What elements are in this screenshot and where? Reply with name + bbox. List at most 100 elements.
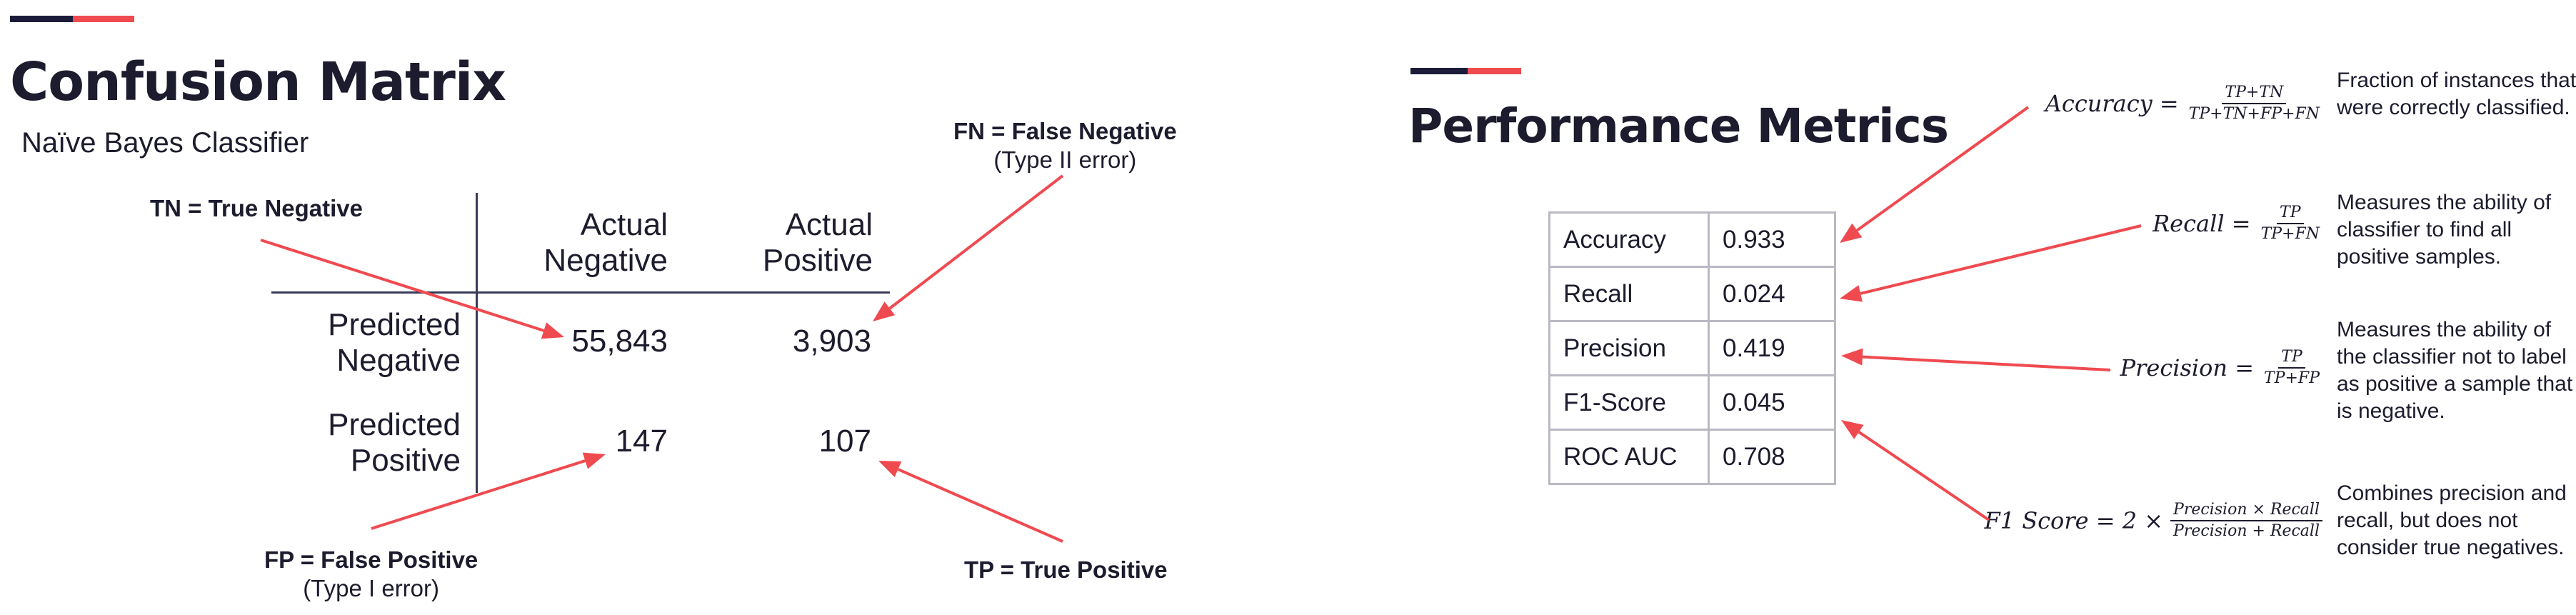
row-header-predicted-negative: Predicted Negative [271,307,461,379]
arrow-f1-head [1841,420,1864,439]
formula-denominator: TP+FN [2260,225,2320,243]
table-row: Accuracy 0.933 [1548,211,1836,268]
confusion-matrix-title: Confusion Matrix [10,51,506,113]
arrow-tp [878,461,1063,543]
callout-tp-title: TP = True Positive [964,556,1168,583]
performance-metrics-title: Performance Metrics [1408,99,1949,154]
formula-denominator: TP+TN+FP+FN [2188,105,2320,123]
metrics-table: Accuracy 0.933 Recall 0.024 Precision 0.… [1548,211,1836,485]
metric-name: F1-Score [1548,374,1710,431]
metric-name: Precision [1548,320,1710,376]
formula-recall: Recall = TP TP+FN [2152,204,2322,243]
callout-tp: TP = True Positive [964,556,1168,584]
arrow-tn [260,239,564,339]
arrow-tn-head [541,322,564,339]
formula-accuracy-lhs: Accuracy = [2045,90,2179,117]
arrow-precision-shaft [1862,355,2111,371]
row-header-line1: Predicted [328,307,461,342]
callout-fn-note: (Type II error) [993,146,1137,173]
callout-fp-note: (Type I error) [303,575,439,601]
arrow-f1 [1841,420,1990,521]
formula-numerator: TP [2278,349,2305,369]
formula-precision: Precision = TP TP+FP [2120,349,2322,387]
formula-precision-lhs: Precision = [2120,354,2255,381]
callout-fp-title: FP = False Positive [264,546,478,573]
metric-value: 0.045 [1708,374,1836,431]
table-row: Recall 0.024 [1548,266,1836,322]
matrix-vertical-divider [476,193,478,493]
arrow-recall [1840,224,2142,302]
arrow-fn [873,174,1064,321]
matrix-horizontal-divider [271,291,890,294]
arrow-fp-shaft [371,459,586,530]
desc-accuracy: Fraction of instances that were correctl… [2337,69,2576,119]
metric-value: 0.708 [1708,429,1836,485]
arrow-precision [1841,348,2111,371]
formula-f1-fraction: Precision × Recall Precision + Recall [2170,501,2322,540]
left-accent-bar-navy [10,16,73,22]
arrow-fp-head [582,452,606,469]
arrow-fp [371,452,606,530]
arrow-fn-shaft [888,174,1064,310]
arrow-accuracy-shaft [1856,106,2030,232]
col-header-line2: Positive [762,243,873,278]
formula-recall-lhs: Recall = [2152,210,2251,237]
desc-recall: Measures the ability of classifier to fi… [2337,191,2552,269]
callout-fp: FP = False Positive (Type I error) [264,546,478,603]
table-row: Precision 0.419 [1548,320,1836,376]
arrow-tp-head [878,461,902,478]
formula-f1-lhs: F1 Score = 2 × [1984,507,2164,534]
arrow-recall-head [1840,285,1863,302]
arrow-fn-head [873,301,896,321]
arrow-accuracy-head [1840,223,1863,243]
cell-false-negative: 3,903 [792,324,871,359]
formula-denominator: TP+FP [2264,369,2320,387]
cell-false-positive: 147 [615,424,668,459]
arrow-accuracy [1840,106,2030,243]
formula-precision-fraction: TP TP+FP [2261,349,2322,387]
arrow-f1-shaft [1858,431,1990,521]
cell-true-negative: 55,843 [571,324,668,359]
formula-denominator: Precision + Recall [2173,522,2320,540]
metric-name: ROC AUC [1548,429,1710,485]
formula-numerator: TP [2277,204,2304,224]
formula-numerator: TP+TN [2222,84,2287,104]
callout-tn-title: TN = True Negative [150,195,364,221]
arrow-tn-shaft [260,239,545,332]
left-accent-bar-red [73,16,134,22]
metric-value: 0.933 [1708,211,1836,268]
col-header-actual-negative: Actual Negative [500,207,668,279]
row-header-line2: Negative [336,343,461,378]
col-header-line2: Negative [543,243,668,278]
table-row: F1-Score 0.045 [1548,374,1836,431]
callout-tn: TN = True Negative [150,194,363,223]
desc-precision: Measures the ability of the classifier n… [2337,318,2573,423]
formula-f1: F1 Score = 2 × Precision × Recall Precis… [1984,501,2322,540]
col-header-actual-positive: Actual Positive [714,207,873,279]
formula-recall-fraction: TP TP+FN [2258,204,2322,243]
metric-name: Accuracy [1548,211,1710,268]
right-accent-bar-red [1468,68,1521,74]
formula-numerator: Precision × Recall [2170,501,2322,521]
right-accent-bar-navy [1410,68,1468,74]
arrow-recall-shaft [1860,224,2142,295]
row-header-predicted-positive: Predicted Positive [271,407,461,479]
confusion-matrix-subtitle: Naïve Bayes Classifier [21,127,309,159]
arrow-tp-shaft [897,468,1063,543]
col-header-line1: Actual [785,207,873,242]
formula-accuracy: Accuracy = TP+TN TP+TN+FP+FN [2045,84,2322,123]
arrow-precision-head [1841,348,1863,366]
cell-true-positive: 107 [818,424,871,459]
metric-value: 0.419 [1708,320,1836,376]
row-header-line2: Positive [350,443,461,478]
callout-fn: FN = False Negative (Type II error) [953,117,1177,174]
table-row: ROC AUC 0.708 [1548,429,1836,485]
col-header-line1: Actual [580,207,668,242]
desc-f1: Combines precision and recall, but does … [2337,481,2567,559]
callout-fn-title: FN = False Negative [953,118,1177,144]
formula-accuracy-fraction: TP+TN TP+TN+FP+FN [2186,84,2322,123]
metric-value: 0.024 [1708,266,1836,322]
row-header-line1: Predicted [328,407,461,442]
metric-name: Recall [1548,266,1710,322]
